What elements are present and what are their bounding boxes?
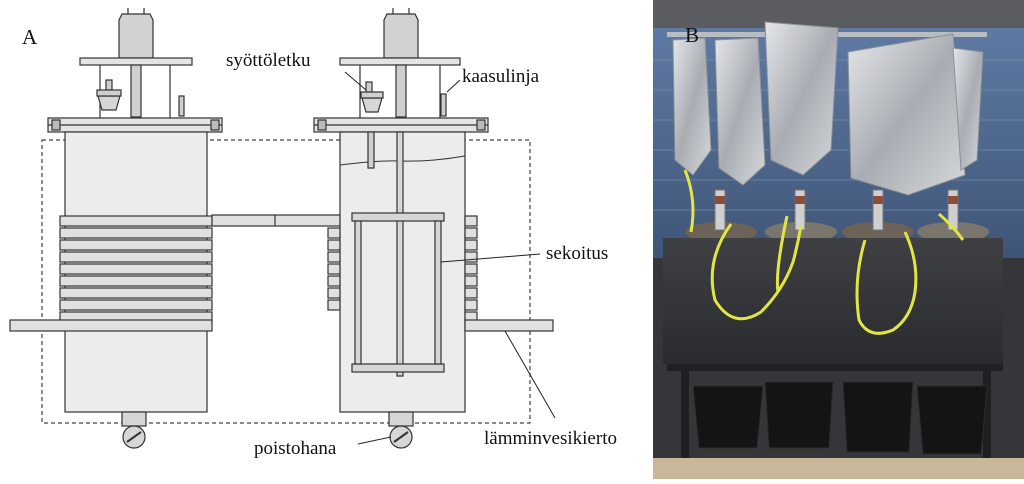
left-heating-coil: [59, 215, 213, 323]
stirrer-top-bar: [351, 212, 445, 222]
connecting-water-pipe: [211, 214, 341, 227]
stirrer-shaft: [396, 131, 404, 377]
right-motor-plate: [339, 57, 461, 66]
water-bath-outline: [41, 139, 531, 424]
photo-panel: B: [653, 0, 1024, 479]
right-heating-coil: [327, 215, 478, 323]
left-motor-plate: [79, 57, 193, 66]
right-feed-port: [361, 97, 383, 113]
right-gas-port: [440, 93, 447, 117]
schematic-panel: A syöttöletku kaasulinja sekoitus poisto…: [9, 8, 617, 459]
right-water-outlet-pipe: [464, 319, 554, 332]
label-gas-line: kaasulinja: [462, 66, 540, 87]
label-feed-tube: syöttöletku: [226, 50, 311, 71]
reactor-schematic: A syöttöletku kaasulinja sekoitus poisto…: [9, 8, 617, 459]
gas-bag-4: [847, 33, 966, 196]
label-mixing: sekoitus: [546, 243, 608, 264]
left-water-inlet-pipe: [9, 319, 213, 332]
stirrer-left-blade: [354, 220, 362, 365]
label-warm-water-circulation: lämminvesikierto: [484, 428, 617, 449]
gas-bag-5: [952, 47, 984, 171]
left-feed-port: [97, 95, 121, 111]
left-motor: [118, 13, 154, 59]
water-bath-box: [663, 238, 1003, 364]
collection-tubs: [692, 381, 988, 455]
right-motor: [383, 13, 419, 59]
gas-bag-2: [714, 37, 766, 186]
panel-b-label: B: [685, 23, 699, 47]
gas-bag-1: [672, 37, 712, 176]
stirrer-right-blade: [434, 220, 442, 365]
yellow-tubing: [683, 169, 965, 335]
stand-frame: [667, 364, 1003, 371]
stirrer-bottom-bar: [351, 363, 445, 373]
reactor-photo: B: [653, 0, 1024, 479]
label-drain-tap: poistohana: [254, 438, 337, 459]
gas-bag-3: [764, 21, 839, 176]
panel-a-label: A: [22, 25, 38, 49]
